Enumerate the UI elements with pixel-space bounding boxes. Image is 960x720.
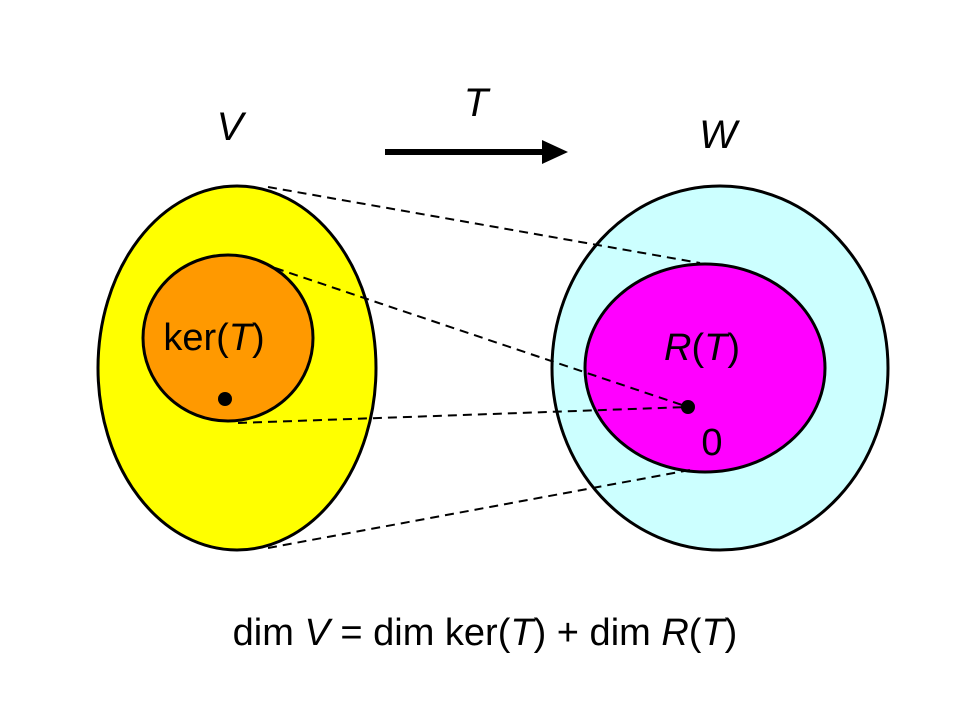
- kernel-point: [218, 392, 232, 406]
- label-zero: 0: [701, 422, 722, 464]
- mapping-line-kernel-bottom: [237, 406, 689, 424]
- mapping-line-bottom: [267, 469, 691, 549]
- range-set: [583, 262, 827, 474]
- label-range: R(T): [664, 327, 740, 369]
- rank-nullity-equation: dim V = dim ker(T) + dim R(T): [233, 612, 738, 654]
- label-v: V: [217, 105, 247, 149]
- kernel-set: [141, 253, 315, 423]
- zero-point: [681, 400, 695, 414]
- label-t: T: [464, 81, 491, 125]
- mapping-line-kernel-top: [274, 267, 689, 408]
- label-w: W: [699, 113, 740, 157]
- arrow-t: [385, 140, 568, 164]
- mapping-line-top: [267, 186, 701, 264]
- label-kernel: ker(T): [163, 317, 264, 359]
